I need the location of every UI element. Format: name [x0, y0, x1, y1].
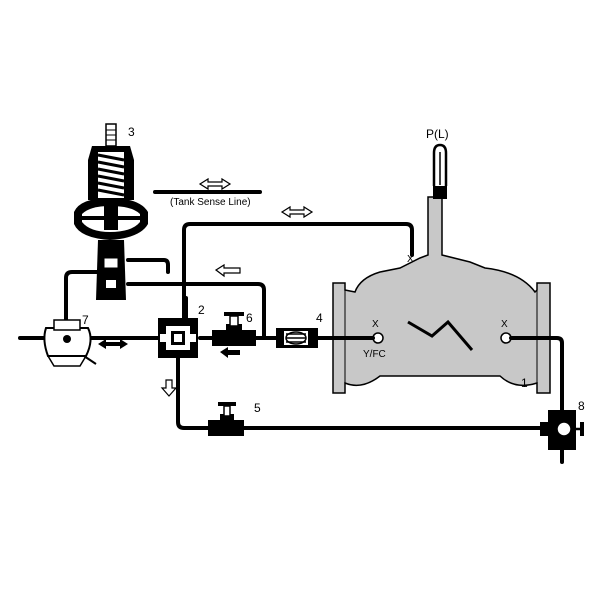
position-indicator	[432, 143, 448, 199]
label-float-valve-7: 7	[82, 313, 89, 327]
isolation-valve-5	[208, 402, 244, 436]
label-cock-8: 8	[578, 399, 585, 413]
arrow-down-icon	[160, 379, 178, 397]
strainer-4	[276, 328, 318, 348]
pilot-valve-3	[74, 123, 148, 300]
label-needle-valve-6: 6	[246, 311, 253, 325]
flow-arrows	[98, 177, 314, 397]
label-main-valve-1: 1	[521, 376, 528, 390]
label-tank-sense-line: (Tank Sense Line)	[170, 197, 251, 208]
labels: 3 2 6 4 5 1 7 8 P(L) Y/FC (Tank Sense Li…	[82, 125, 585, 415]
float-valve-7	[43, 319, 97, 367]
arrow-left-icon	[214, 263, 241, 278]
label-yfc: Y/FC	[363, 349, 386, 360]
needle-valve-6	[212, 312, 256, 346]
double-arrow-icon	[198, 177, 232, 191]
label-port-x-right: X	[501, 319, 508, 330]
label-position-indicator: P(L)	[426, 127, 449, 141]
label-strainer-4: 4	[316, 311, 323, 325]
label-valve-2: 2	[198, 303, 205, 317]
cock-8	[540, 410, 584, 464]
double-arrow-icon	[98, 339, 128, 349]
valve-2	[158, 318, 198, 358]
label-port-x-left: X	[372, 319, 379, 330]
label-isolation-valve-5: 5	[254, 401, 261, 415]
double-arrow-icon	[280, 205, 314, 219]
main-valve	[332, 196, 551, 394]
label-port-x-top: X	[407, 254, 414, 265]
label-pilot: 3	[128, 125, 135, 139]
arrow-left-icon	[220, 347, 240, 358]
